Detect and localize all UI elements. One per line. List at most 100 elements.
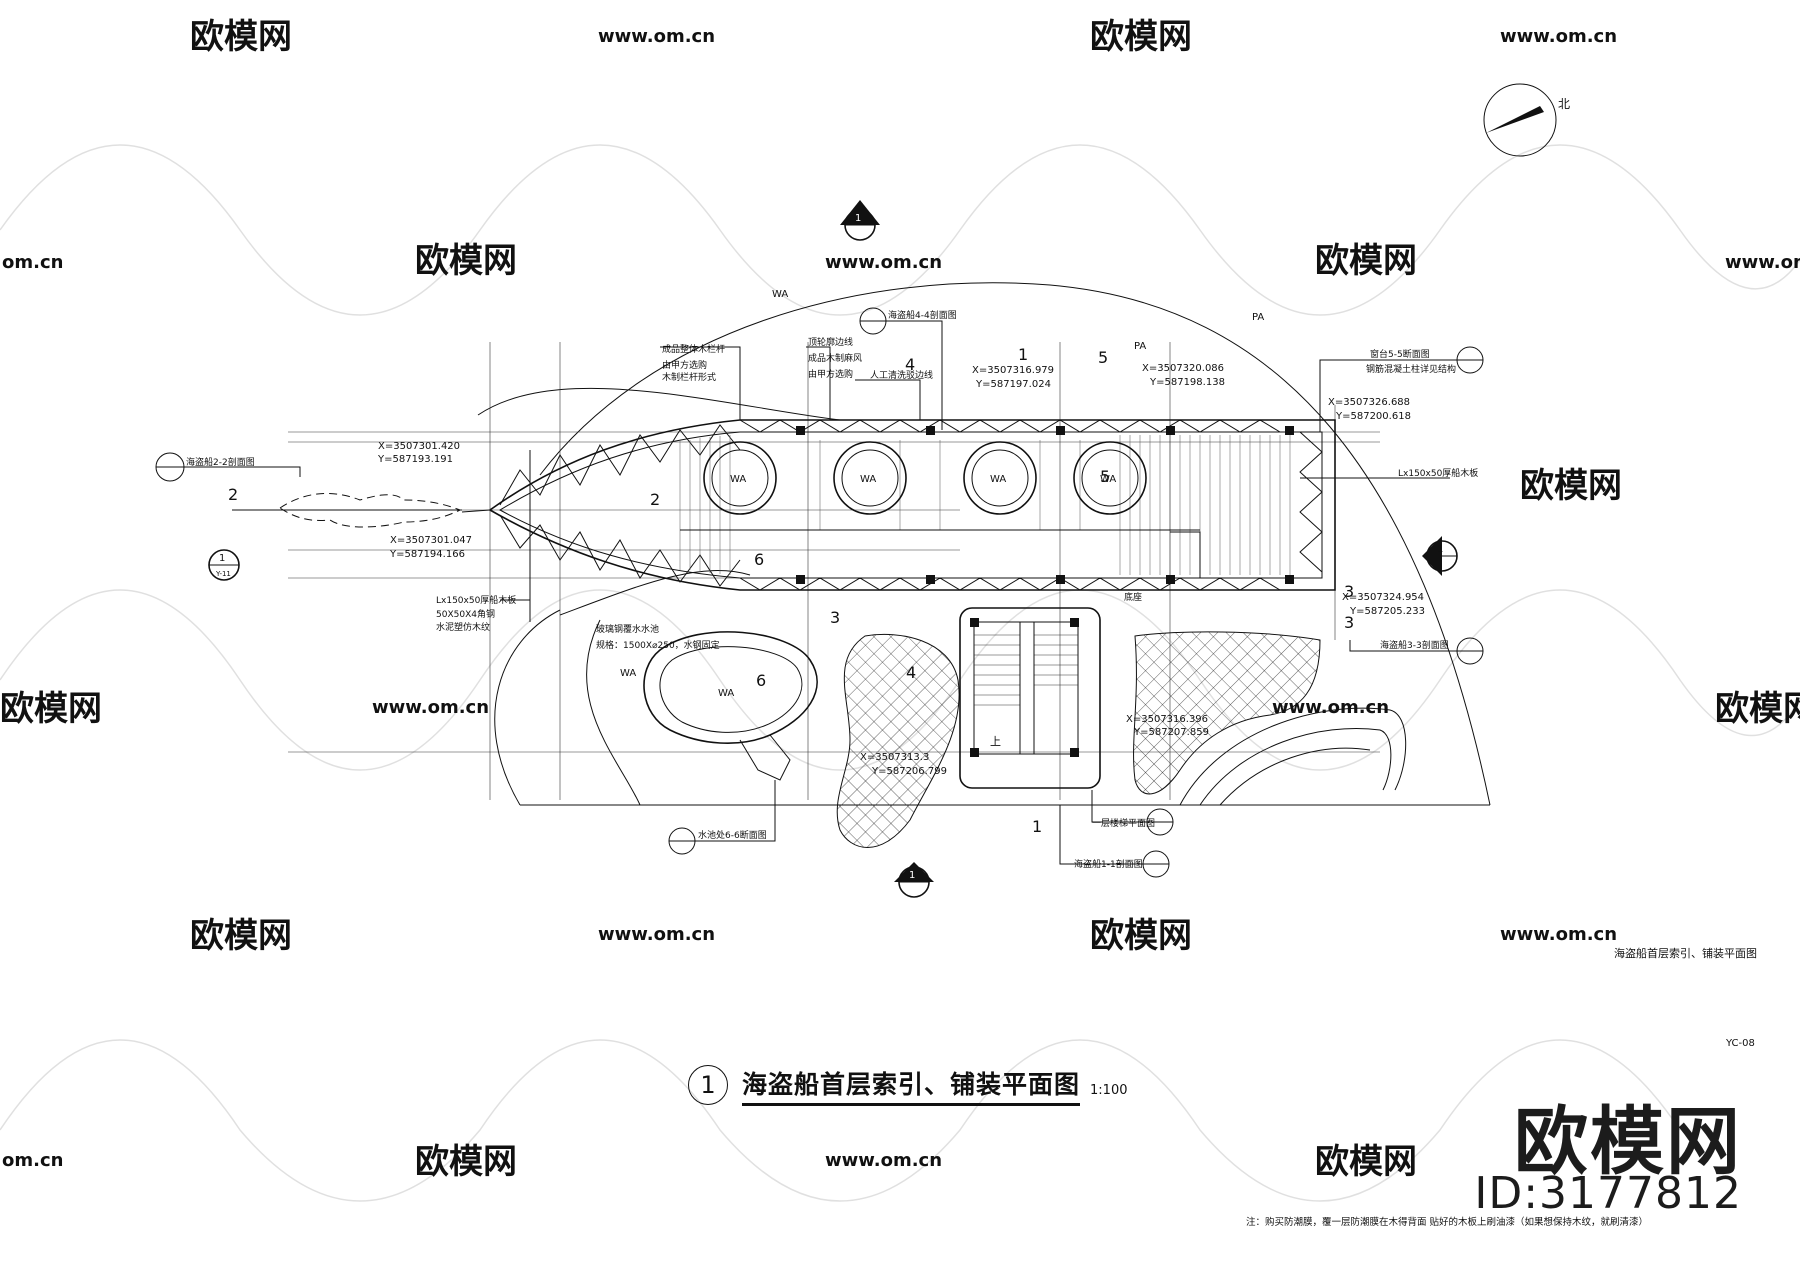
top-note-c: 由甲方选购 xyxy=(808,368,853,380)
coord-x: X=3507313.3 xyxy=(860,752,929,763)
coord-y: Y=587197.024 xyxy=(975,379,1051,390)
pool-note-1: 玻璃钢覆水水池 xyxy=(596,623,659,635)
watermark-url: www.om.cn xyxy=(1725,252,1800,273)
plank-note: Lx150x50厚船木板 xyxy=(1398,467,1478,479)
axis-mark: 3 xyxy=(1344,613,1354,632)
coord-x: X=3507326.688 xyxy=(1328,397,1410,408)
watermark-brand: 欧模网 xyxy=(0,689,102,729)
axis-mark: 5 xyxy=(1100,467,1110,486)
section-symbol-left: 1 Y-11 xyxy=(208,549,240,581)
sheet-label: 海盗船首层索引、铺装平面图 xyxy=(1614,947,1757,960)
watermark-url-partial: om.cn xyxy=(2,1150,63,1171)
north-label: 北 xyxy=(1558,97,1570,111)
coord-x: X=3507324.954 xyxy=(1342,592,1424,603)
axis-mark: 2 xyxy=(228,485,238,504)
symbol-number: 1 xyxy=(855,213,861,224)
callout-1-1: 海盗船1-1剖面图 xyxy=(1074,858,1143,870)
top-note-a: 顶轮廓边线 xyxy=(808,336,853,348)
sheet-code: YC-08 xyxy=(1726,1038,1755,1049)
axis-mark: 2 xyxy=(650,490,660,509)
watermark-url: www.om.cn xyxy=(372,697,489,718)
section-symbol-right: 1 xyxy=(1422,536,1458,576)
drawing-title: 1 海盗船首层索引、铺装平面图 1:100 xyxy=(688,1062,1127,1108)
watermark-brand: 欧模网 xyxy=(1715,689,1800,729)
axis-mark: 6 xyxy=(756,671,766,690)
watermark-brand: 欧模网 xyxy=(415,241,517,281)
portholes: WA WA WA WA xyxy=(703,441,1147,515)
section-symbol-top: 1 xyxy=(840,200,880,241)
watermark-brand-large: 欧模网 xyxy=(1514,1099,1742,1185)
steel-column-note: 钢筋混凝土柱详见结构 xyxy=(1366,363,1456,375)
coord-y: Y=587205.233 xyxy=(1349,606,1425,617)
paving-areas xyxy=(836,631,1321,848)
watermark-brand: 欧模网 xyxy=(1315,1142,1417,1182)
coord-y: Y=587207.859 xyxy=(1133,727,1209,738)
coord-x: X=3507301.047 xyxy=(390,535,472,546)
porthole: WA xyxy=(833,441,907,515)
curved-walk xyxy=(1179,707,1407,806)
section-symbols: 1 1 Y-11 1 1 xyxy=(155,200,1484,898)
coord-x: X=3507301.420 xyxy=(378,441,460,452)
porthole: WA xyxy=(1073,441,1147,515)
callout-labels: 海盗船2-2剖面图 海盗船4-4剖面图 窗台5-5断面图 海盗船3-3剖面图 水… xyxy=(186,309,1478,870)
site-boundary xyxy=(477,282,1491,806)
ship-hull xyxy=(232,419,1336,591)
watermark-brand: 欧模网 xyxy=(190,916,292,956)
watermark-brand: 欧模网 xyxy=(1520,466,1622,506)
rail-note-c: 木制栏杆形式 xyxy=(662,371,716,383)
paving-zone-label: PA xyxy=(1252,312,1264,323)
symbol-sub: Y-11 xyxy=(215,570,231,578)
pool-note-2: 规格：1500X⌀250，水钢固定 xyxy=(596,639,720,651)
callout-3-3: 海盗船3-3剖面图 xyxy=(1380,639,1449,651)
callout-5-5: 窗台5-5断面图 xyxy=(1370,348,1430,360)
watermark-brand: 欧模网 xyxy=(190,17,292,57)
watermark-brand: 欧模网 xyxy=(1090,17,1192,57)
axis-mark: 3 xyxy=(830,608,840,627)
water-zone-label: WA xyxy=(620,668,636,679)
coordinate-labels: X=3507301.420 Y=587193.191 X=3507301.047… xyxy=(377,363,1425,777)
symbol-number: 1 xyxy=(219,553,225,564)
watermark-url: www.om.cn xyxy=(1272,697,1389,718)
axis-mark: 3 xyxy=(1344,582,1354,601)
watermark-brand: 欧模网 xyxy=(1090,916,1192,956)
water-zone-label: WA xyxy=(990,474,1006,485)
axis-marks: 2 2 1 1 3 3 3 4 4 5 5 6 6 xyxy=(228,345,1354,836)
axis-mark: 6 xyxy=(754,550,764,569)
section-symbol-bottom: 1 xyxy=(894,862,934,898)
coord-y: Y=587194.166 xyxy=(389,549,465,560)
zone-labels: WA PA PA xyxy=(772,289,1264,352)
watermark-url-partial: om.cn xyxy=(2,252,63,273)
base-note: 底座 xyxy=(1124,591,1142,603)
callout-stair: 一层楼梯平面图 xyxy=(1092,817,1155,829)
watermark-url: www.om.cn xyxy=(1500,26,1617,47)
artificial-edge-note: 人工清洗驳边线 xyxy=(870,369,933,381)
water-zone-label: WA xyxy=(772,289,788,300)
drawing-scale: 1:100 xyxy=(1090,1082,1128,1098)
symbol-number: 1 xyxy=(1437,544,1443,555)
axis-mark: 1 xyxy=(1018,345,1028,364)
watermark-brand: 欧模网 xyxy=(1315,241,1417,281)
drawing-title-text: 海盗船首层索引、铺装平面图 xyxy=(742,1065,1081,1106)
axis-mark: 4 xyxy=(905,355,915,374)
coord-y: Y=587206.799 xyxy=(871,766,947,777)
watermark-id: ID:3177812 xyxy=(1474,1168,1742,1219)
symbol-number: 1 xyxy=(909,870,915,881)
watermark-brand: 欧模网 xyxy=(415,1142,517,1182)
axis-mark: 5 xyxy=(1098,348,1108,367)
rail-note-b: 由甲方选购 xyxy=(662,359,707,371)
callout-6-6: 水池处6-6断面图 xyxy=(698,829,767,841)
paving-zone-label: PA xyxy=(1134,341,1146,352)
hull-note-1: Lx150x50厚船木板 xyxy=(436,594,516,606)
water-zone-label: WA xyxy=(730,474,746,485)
coord-y: Y=587193.191 xyxy=(377,454,453,465)
watermark-url: www.om.cn xyxy=(1500,924,1617,945)
callout-2-2: 海盗船2-2剖面图 xyxy=(186,456,255,468)
coord-y: Y=587200.618 xyxy=(1335,411,1411,422)
watermark-logos: 欧模网 欧模网 欧模网 欧模网 欧模网 欧模网 欧模网 欧模网 欧模网 欧模网 … xyxy=(0,17,1800,1182)
hull-note-2: 50X50X4角钢 xyxy=(436,608,495,620)
hull-note-3: 水泥塑仿木纹 xyxy=(436,621,490,633)
stair-up-label: 上 xyxy=(990,735,1001,748)
axis-mark: 1 xyxy=(1032,817,1042,836)
pool: WA WA xyxy=(620,631,818,781)
